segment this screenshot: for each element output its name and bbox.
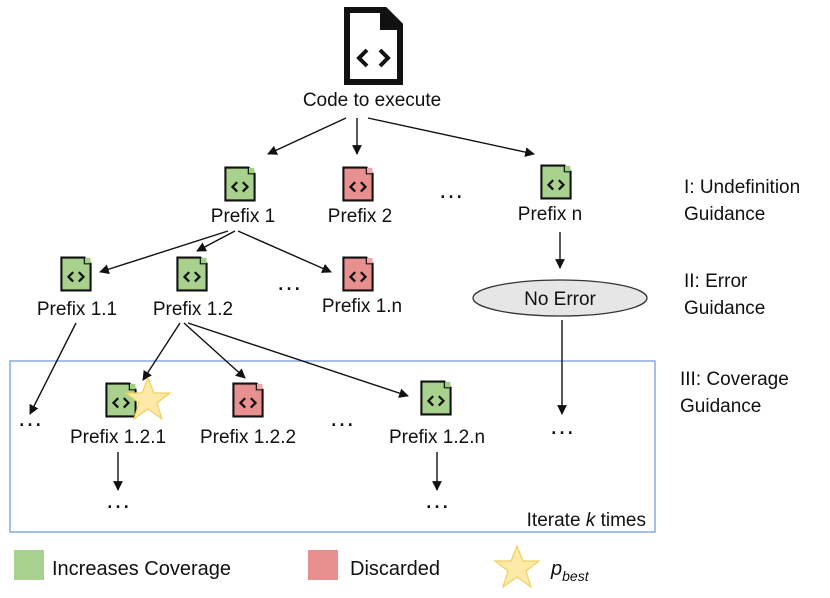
prefix-1-n-discarded-file-icon [342,256,374,292]
prefix-1-2-2-label: Prefix 1.2.2 [200,427,296,448]
prefix-1-n-label: Prefix 1.n [322,296,402,317]
prefix-1-2-n-label: Prefix 1.2.n [389,427,485,448]
iteration-frame [9,360,656,533]
arrow-prefix-1-to-1-2 [196,230,236,252]
stage-1-label-line-1: I: Undefinition [684,177,800,198]
prefix-1-2-1-label: Prefix 1.2.1 [70,427,166,448]
ellipsis-level-4-right: … [424,484,450,514]
ellipsis-level-4-left: … [105,484,131,514]
prefix-2-label: Prefix 2 [328,206,392,227]
legend-best-label: pbest [550,558,590,584]
no-error-node: No Error [472,279,648,317]
prefix-1-2-label: Prefix 1.2 [153,299,233,320]
stage-3-label-line-2: Guidance [680,396,761,417]
root-label: Code to execute [303,90,441,111]
prefix-1-2-2-discarded-file-icon [232,382,264,418]
arrow-prefix-1-2-to-1-2-1 [142,322,181,381]
prefix-1-1-coverage-file-icon [60,256,92,292]
ellipsis-level-3-left: … [17,402,43,432]
prefix-1-coverage-file-icon [224,166,256,202]
best-prefix-star-icon [124,376,172,421]
arrow-root-prefix-1 [267,117,347,155]
prefix-1-1-label: Prefix 1.1 [37,299,117,320]
arrow-root-prefix-n [367,117,535,157]
stage-2-label-line-1: II: Error [684,271,748,292]
no-error-label: No Error [524,289,596,310]
iterate-label: Iterate k times [527,510,646,531]
ellipsis-level-2: … [276,266,302,296]
legend-coverage-label: Increases Coverage [52,558,231,580]
legend-coverage-swatch [14,550,44,580]
prefix-1-2-coverage-file-icon [176,256,208,292]
prefix-1-2-1-coverage-file-icon [105,382,137,418]
prefix-1-label: Prefix 1 [211,206,275,227]
legend-discarded-label: Discarded [350,558,440,580]
prefix-n-label: Prefix n [518,204,582,225]
legend-discarded-swatch [308,550,338,580]
prefix-2-discarded-file-icon [342,166,374,202]
prefix-1-2-n-coverage-file-icon [420,380,452,416]
arrow-prefix-1-2-to-1-2-2 [183,322,246,379]
code-file-icon [344,7,403,85]
stage-1-label-line-2: Guidance [684,204,765,225]
ellipsis-level-3-mid: … [329,402,355,432]
ellipsis-level-1: … [438,174,464,204]
arrow-prefix-1-to-1-n [237,230,332,273]
prefix-n-coverage-file-icon [540,164,572,200]
ellipsis-level-3-right: … [549,410,575,440]
arrow-prefix-1-2-to-1-2-n [187,322,409,398]
stage-3-label-line-1: III: Coverage [680,369,789,390]
legend-star-icon [493,544,541,589]
stage-2-label-line-2: Guidance [684,298,765,319]
arrow-prefix-1-to-1-1 [99,230,229,274]
arrow-prefix-1-1-to-ellipsis [29,322,77,415]
